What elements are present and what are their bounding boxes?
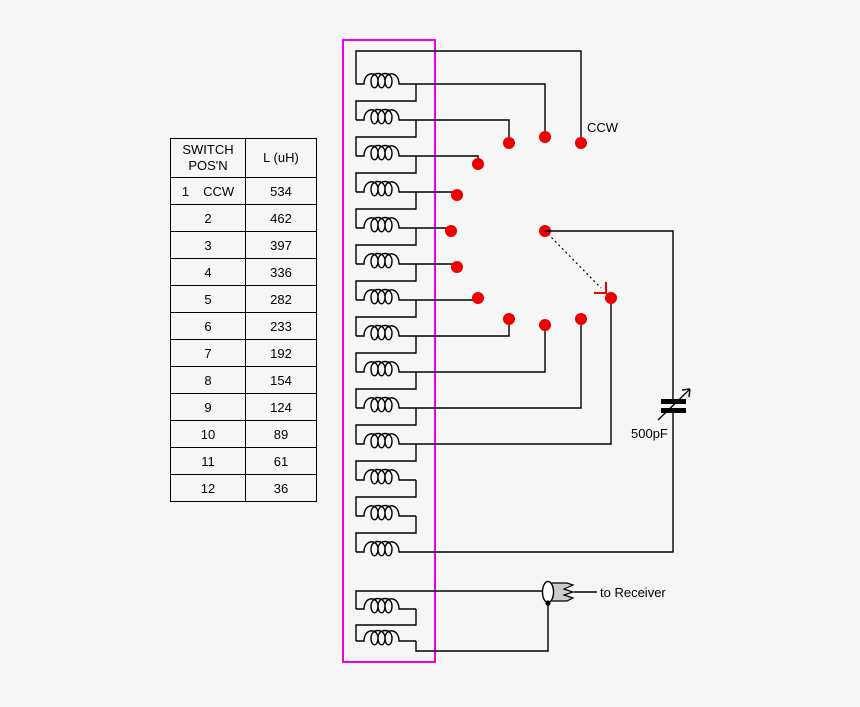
table-row: 9 124 (171, 393, 316, 420)
table-row: 5 282 (171, 285, 316, 312)
capacitor-value-label: 500pF (631, 426, 668, 441)
switch-contact-8 (472, 292, 484, 304)
switch-position-cell: 4 (204, 264, 212, 280)
switch-contact-11 (575, 313, 587, 325)
inductance-cell: 282 (270, 291, 292, 307)
link-coil (355, 629, 417, 646)
ccw-note: CCW (203, 183, 235, 199)
switch-position-cell: 6 (204, 318, 212, 334)
switch-position-cell: 3 (204, 237, 212, 253)
series-interconnects (355, 84, 417, 552)
capacitor-branch (416, 230, 691, 553)
table-row: 2 462 (171, 204, 316, 231)
inductor-coil (355, 504, 417, 521)
inductance-header: L (uH) (263, 150, 299, 166)
inductor-coil (355, 468, 417, 485)
inductor-coil (355, 216, 417, 233)
inductance-cell: 462 (270, 210, 292, 226)
inductor-coil (355, 252, 417, 269)
table-row: 7 192 (171, 339, 316, 366)
inductance-cell: 89 (273, 426, 289, 442)
table-row: 12 36 (171, 474, 316, 501)
switch-wiper-arrowhead-icon (594, 282, 607, 294)
inductance-cell: 36 (273, 480, 289, 496)
inductance-cell: 397 (270, 237, 292, 253)
link-winding (355, 590, 549, 652)
coil-highlight-box (342, 39, 436, 663)
switch-position-cell: 2 (204, 210, 212, 226)
switch-position-cell: 5 (204, 291, 212, 307)
tap-wire-pos-9 (416, 319, 510, 337)
table-row: 11 61 (171, 447, 316, 474)
switch-contact-7 (451, 261, 463, 273)
switch-position-cell: 11 (201, 453, 215, 469)
table-row: 4 336 (171, 258, 316, 285)
table-row: 10 89 (171, 420, 316, 447)
ccw-label: CCW (587, 120, 619, 135)
tap-wire-pos-11 (416, 319, 582, 409)
inductor-coil (355, 540, 417, 557)
inductor-coil (355, 144, 417, 161)
table-row: 1 CCW 534 (171, 177, 316, 204)
inductor-coil (355, 180, 417, 197)
tap-wire-pos-1 (355, 50, 582, 137)
table-row: 3 397 (171, 231, 316, 258)
switch-position-cell: 1 (181, 183, 190, 199)
inductor-coil (355, 72, 417, 89)
inductor-coil (355, 432, 417, 449)
inductance-cell: 124 (270, 399, 292, 415)
inductor-coil (355, 396, 417, 413)
switch-contact-3 (503, 137, 515, 149)
common-to-capacitor-wire (545, 230, 674, 399)
inductor-coil (355, 324, 417, 341)
switch-contact-4 (472, 158, 484, 170)
tap-wire-pos-3 (416, 119, 510, 137)
capacitor-to-chain-bottom-wire (416, 413, 674, 553)
inductance-cell: 233 (270, 318, 292, 334)
table-row: 6 233 (171, 312, 316, 339)
switch-contact-1 (575, 137, 587, 149)
table-header-row: SWITCH POS'N L (uH) (171, 139, 316, 177)
switch-position-cell: 10 (200, 426, 216, 442)
inductor-coil (355, 108, 417, 125)
tap-wire-pos-4 (416, 155, 479, 160)
inductance-cell: 154 (270, 372, 292, 388)
link-coil (355, 597, 417, 614)
link-winding-wires (355, 590, 549, 652)
main-inductor-chain (355, 72, 417, 557)
switch-position-cell: 9 (204, 399, 212, 415)
variable-capacitor-icon (657, 388, 691, 421)
switch-contact-6 (445, 225, 457, 237)
tap-wire-pos-8 (416, 298, 479, 301)
tap-wires (355, 50, 612, 445)
tap-wire-pos-5 (416, 191, 458, 195)
inductor-coil (355, 360, 417, 377)
coax-connector-icon (541, 580, 597, 606)
tap-wire-pos-7 (416, 263, 458, 267)
switch-position-cell: 8 (204, 372, 212, 388)
tap-wire-pos-12 (416, 298, 612, 445)
switch-position-cell: 7 (204, 345, 212, 361)
tap-wire-pos-2 (416, 83, 546, 131)
switch-contact-9 (503, 313, 515, 325)
inductor-coil (355, 288, 417, 305)
inductance-cell: 192 (270, 345, 292, 361)
inductance-cell: 61 (273, 453, 289, 469)
switch-position-cell: 12 (200, 480, 216, 496)
inductance-cell: 336 (270, 264, 292, 280)
switch-contact-12 (605, 292, 617, 304)
rotary-switch (445, 131, 617, 331)
switch-contact-10 (539, 319, 551, 331)
table-row: 8 154 (171, 366, 316, 393)
inductance-cell: 534 (270, 183, 292, 199)
switch-contact-2 (539, 131, 551, 143)
receiver-label: to Receiver (600, 585, 666, 600)
tap-wire-pos-10 (416, 325, 546, 373)
switch-wiper-shaft (547, 233, 602, 289)
switch-position-header: SWITCH POS'N (171, 139, 246, 177)
switch-contact-5 (451, 189, 463, 201)
